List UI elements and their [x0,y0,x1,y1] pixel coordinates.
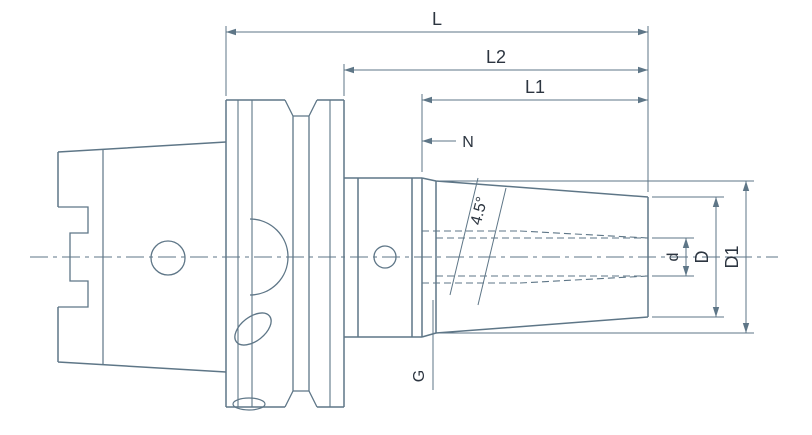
angle-reference-group [449,177,507,306]
shank-group [57,141,227,373]
label-nose-diameter: D [692,251,712,264]
arrow-D1-bottom [742,323,750,333]
label-n: N [462,134,474,151]
body-dia-extension-lines [440,180,754,334]
arrow-d-top [682,238,690,248]
thread-hidden-lines [422,230,649,284]
label-taper-angle: 4.5° [468,195,491,227]
arrow-d-bottom [682,266,690,276]
label-total-length: L [432,9,442,29]
flange-v-groove [284,99,318,408]
drive-slot-arc [249,218,289,296]
dimension-labels-group: L L2 L1 N 4.5° d D D1 G [411,9,742,382]
taper-body-group [421,177,649,338]
bore-hidden-lines [436,237,648,277]
coolant-hole-ellipse [234,312,272,346]
arrow-D-top [712,197,720,207]
arrow-D-bottom [712,307,720,317]
angle-extension-lines [449,177,507,306]
flange-detail-lines [237,100,331,407]
collar-group [344,177,423,338]
bore-dia-extension-lines [652,237,694,277]
extension-lines-group [225,26,754,390]
arrow-L2-left [344,66,354,74]
label-thread: G [411,370,428,382]
set-screw-hole [373,245,397,269]
shank-outline [57,141,227,373]
flange-bottom-notch [232,397,266,411]
shank-face-notch [58,206,89,308]
label-body-diameter: D1 [722,245,742,268]
flange-group [225,99,345,411]
taper-outline [421,177,649,338]
arrow-L2-right [638,66,648,74]
label-l1: L1 [525,77,545,97]
label-bore-diameter: d [665,253,682,262]
nose-dia-extension-lines [652,196,724,318]
arrow-N [422,137,432,145]
label-l2: L2 [486,47,506,67]
arrow-D1-top [742,181,750,191]
arrow-L-right [638,28,648,36]
arrow-L1-right [638,96,648,104]
flange-outline [225,99,345,408]
hidden-lines-group [422,230,649,284]
arrow-L1-left [422,96,432,104]
shank-gripper-hole [150,240,186,276]
length-extension-lines [225,26,649,192]
collar-outline [344,177,423,338]
dimension-lines-group [226,28,750,333]
arrow-L-left [226,28,236,36]
